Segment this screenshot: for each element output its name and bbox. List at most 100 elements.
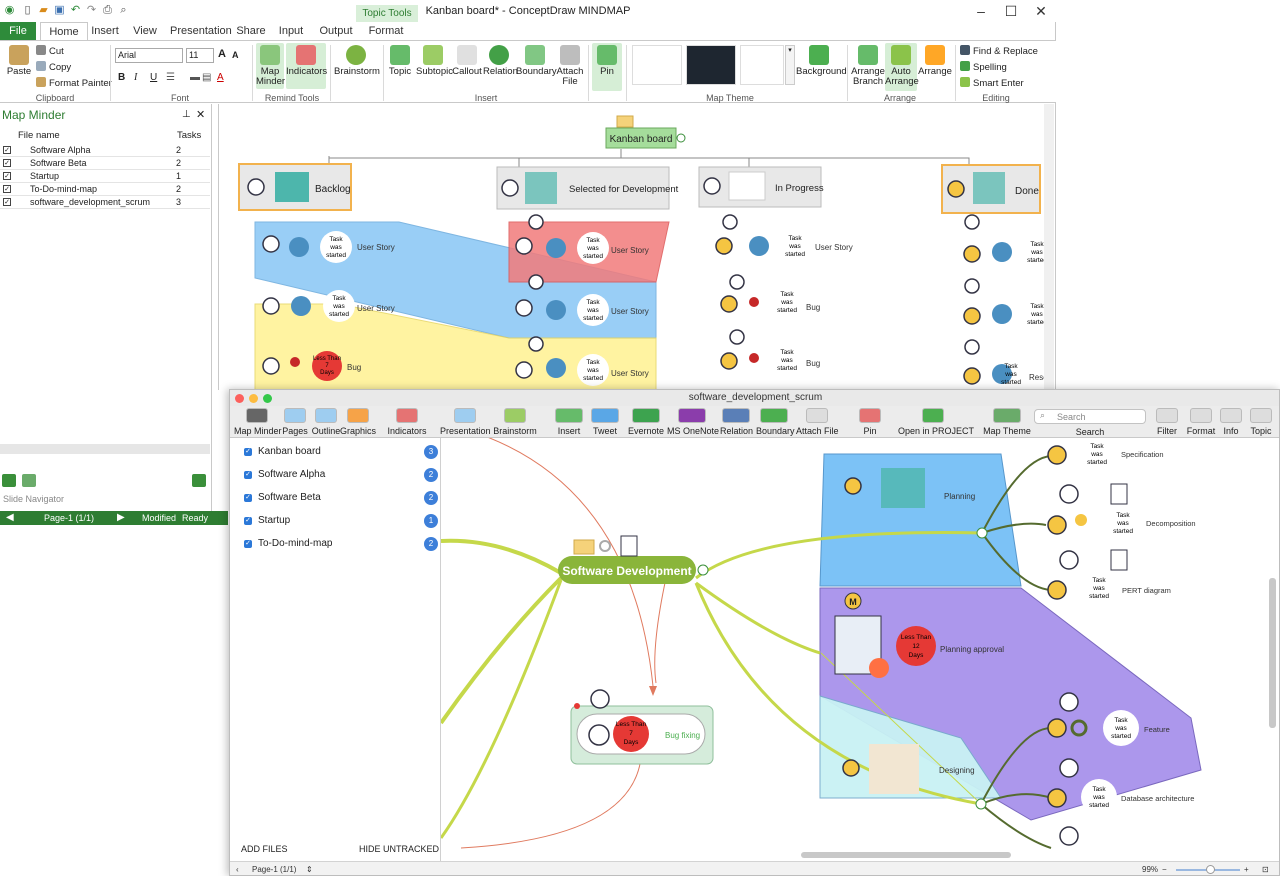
topic-tool[interactable]: Topic [1247,408,1275,436]
tab-insert[interactable]: Insert [91,25,119,37]
tab-file[interactable]: File [0,22,36,40]
row-checkbox[interactable]: ✓ [3,146,11,154]
pin-panel-icon[interactable]: ⊥ [182,109,191,120]
attach-file-tool[interactable]: Attach File [796,408,839,436]
evernote-tool[interactable]: Evernote [626,408,666,436]
paste-button[interactable]: Paste [6,45,32,77]
boundary-tool[interactable]: Boundary [756,408,795,436]
cut-button[interactable]: Cut [36,45,64,58]
format-painter-button[interactable]: Format Painter [36,77,112,90]
fill-icon[interactable]: ▬ [190,72,200,83]
brainstorm-button[interactable]: Brainstorm [334,45,380,77]
bold-icon[interactable]: B [118,72,126,83]
map-minder-tool[interactable]: Map Minder [234,408,282,436]
boundary-button[interactable]: Boundary [516,45,557,77]
minimize-dot-icon[interactable] [249,394,258,403]
file-checkbox[interactable]: ✓ [244,517,252,525]
theme-thumb-2[interactable] [686,45,736,85]
presentation-tool[interactable]: Presentation [440,408,491,436]
tab-input[interactable]: Input [278,25,304,37]
add-files-button[interactable]: ADD FILES [241,844,288,854]
map-theme-tool[interactable]: Map Theme [982,408,1032,436]
row-checkbox[interactable]: ✓ [3,198,11,206]
arrange-branch-button[interactable]: Arrange Branch [851,45,885,87]
brainstorm-tool[interactable]: Brainstorm [492,408,538,436]
tab-home[interactable]: Home [40,22,88,40]
redo-icon[interactable]: ↷ [86,4,97,16]
file-checkbox[interactable]: ✓ [244,471,252,479]
slide-icon-1[interactable] [2,474,16,487]
file-checkbox[interactable]: ✓ [244,494,252,502]
background-button[interactable]: Background [796,45,847,77]
slide-icon-2[interactable] [22,474,36,487]
theme-scroll[interactable]: ▾ [785,45,795,85]
copy-button[interactable]: Copy [36,61,71,74]
tab-output[interactable]: Output [319,25,353,37]
theme-thumb-3[interactable] [740,45,784,85]
align-icon[interactable]: ☰ [166,72,175,83]
slide-icon-3[interactable] [192,474,206,487]
indicators-button[interactable]: Indicators [286,43,327,89]
map-minder-button[interactable]: Map Minder [256,43,285,89]
arrange-button[interactable]: Arrange [918,45,952,77]
onenote-tool[interactable]: MS OneNote [667,408,719,436]
zoom-slider-thumb[interactable] [1206,865,1215,874]
pages-tool[interactable]: Pages [282,408,308,436]
horizontal-scrollbar[interactable] [0,444,210,454]
new-icon[interactable]: ▯ [24,4,31,16]
row-checkbox[interactable]: ✓ [3,159,11,167]
save-icon[interactable]: ▣ [54,4,65,16]
attach-file-button[interactable]: Attach File [556,45,584,87]
close-icon[interactable]: ✕ [1035,3,1047,19]
file-checkbox[interactable]: ✓ [244,540,252,548]
prev-page-icon[interactable]: ◀ [6,512,14,523]
open-in-project-tool[interactable]: Open in PROJECT [898,408,974,436]
grow-font-icon[interactable]: A [218,48,226,60]
italic-icon[interactable]: I [134,72,138,83]
line-icon[interactable]: ▤ [202,72,212,83]
tweet-tool[interactable]: Tweet [590,408,620,436]
info-tool[interactable]: Info [1220,408,1242,436]
open-icon[interactable]: ▰ [39,4,48,16]
pin-button[interactable]: Pin [592,43,622,91]
maximize-icon[interactable]: ☐ [1004,3,1018,19]
page-stepper-icon[interactable]: ⇕ [306,865,313,874]
insert-tool[interactable]: Insert [554,408,584,436]
close-dot-icon[interactable] [235,394,244,403]
smart-enter-button[interactable]: Smart Enter [960,77,1024,90]
relation-tool[interactable]: Relation [720,408,753,436]
tab-view[interactable]: View [133,25,157,37]
auto-arrange-button[interactable]: Auto Arrange [885,43,919,91]
tab-presentation[interactable]: Presentation [170,25,232,37]
outline-tool[interactable]: Outline [310,408,342,436]
shrink-font-icon[interactable]: A [232,50,239,60]
mac-map-canvas[interactable]: Software Development Less Than 7 Days Bu… [441,438,1279,861]
underline-icon[interactable]: U [150,72,158,83]
row-checkbox[interactable]: ✓ [3,185,11,193]
zoom-dot-icon[interactable] [263,394,272,403]
tab-format[interactable]: Format [368,25,404,37]
print-icon[interactable]: ⎙ [103,4,112,16]
hide-untracked-button[interactable]: HIDE UNTRACKED [359,844,440,854]
font-color-icon[interactable]: A [217,72,224,83]
kanban-canvas[interactable]: Kanban board Backlog Selected for Develo… [218,104,1054,390]
next-page-icon[interactable]: ▶ [117,512,125,523]
indicators-tool[interactable]: Indicators [385,408,429,436]
tab-share[interactable]: Share [236,25,266,37]
subtopic-button[interactable]: Subtopic [416,45,453,77]
minimize-icon[interactable]: – [977,3,985,19]
find-replace-button[interactable]: Find & Replace [960,45,1038,58]
pin-tool[interactable]: Pin [858,408,882,436]
theme-thumb-1[interactable] [632,45,682,85]
row-checkbox[interactable]: ✓ [3,172,11,180]
